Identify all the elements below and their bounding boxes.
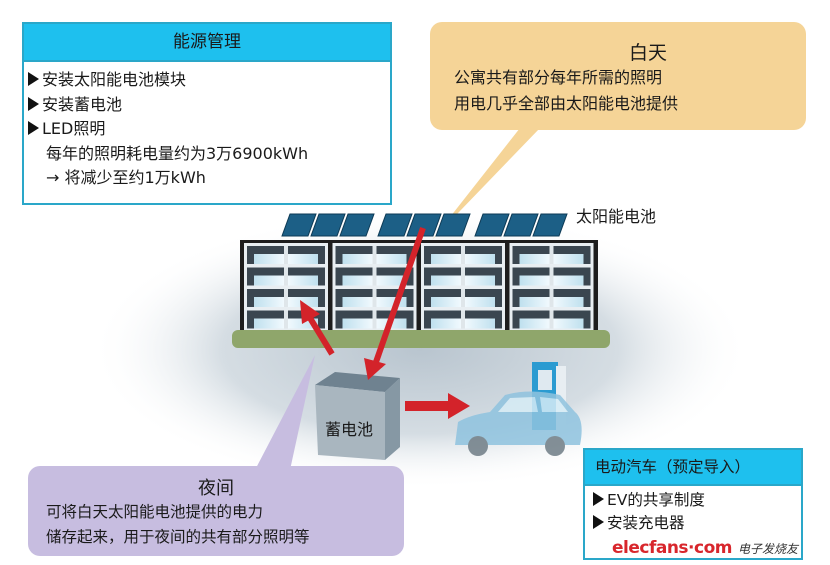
solar-cell-label: 太阳能电池 bbox=[576, 207, 657, 226]
watermark-tagline: 电子发烧友 bbox=[737, 542, 798, 556]
building-pillar bbox=[549, 310, 554, 329]
building-pillar bbox=[461, 310, 465, 329]
arrow-solar-to-battery bbox=[364, 227, 426, 380]
solar-panel bbox=[281, 213, 317, 237]
building-pillar bbox=[461, 289, 465, 307]
building-pillar bbox=[372, 246, 377, 264]
battery-label: 蓄电池 bbox=[325, 420, 374, 439]
ev-title: 电动汽车（预定导入） bbox=[585, 450, 801, 486]
electric-vehicle-box: 电动汽车（预定导入） EV的共享制度 安装充电器 bbox=[583, 448, 803, 560]
list-item: LED照明 bbox=[28, 117, 390, 142]
list-item: EV的共享制度 bbox=[593, 489, 801, 512]
daytime-line: 用电几乎全部由太阳能电池提供 bbox=[454, 94, 679, 113]
bullet-triangle-icon bbox=[28, 121, 39, 135]
list-item: 安装太阳能电池模块 bbox=[28, 68, 390, 93]
night-line: 可将白天太阳能电池提供的电力 bbox=[46, 503, 264, 521]
bullet-triangle-icon bbox=[28, 96, 39, 111]
watermark-logo: elecfans·com bbox=[612, 538, 732, 558]
night-title: 夜间 bbox=[198, 478, 234, 499]
building-pillar bbox=[461, 246, 465, 264]
apartment-building bbox=[240, 240, 598, 332]
building-pillar bbox=[284, 310, 288, 329]
building-pillar bbox=[372, 267, 377, 286]
solar-panels bbox=[281, 213, 568, 237]
arrow-battery-to-building bbox=[300, 300, 335, 356]
solar-panel bbox=[474, 213, 510, 237]
list-item: 安装充电器 bbox=[593, 512, 801, 535]
list-item: 安装蓄电池 bbox=[28, 93, 390, 118]
daytime-title: 白天 bbox=[628, 42, 667, 64]
building-pillar bbox=[284, 289, 288, 307]
item-text: 安装蓄电池 bbox=[42, 94, 123, 114]
daytime-line: 公寓共有部分每年所需的照明 bbox=[454, 68, 663, 87]
night-bubble: 夜间 可将白天太阳能电池提供的电力 储存起来，用于夜间的共有部分照明等 bbox=[28, 466, 404, 556]
night-bubble-tail bbox=[255, 355, 315, 470]
watermark: elecfans·com 电子发烧友 bbox=[612, 538, 798, 560]
solar-panel bbox=[532, 213, 568, 237]
daytime-bubble-tail bbox=[432, 128, 540, 240]
building-pillar bbox=[549, 267, 554, 286]
electric-car-icon bbox=[455, 391, 582, 456]
night-line: 储存起来，用于夜间的共有部分照明等 bbox=[46, 528, 310, 546]
building-pillar bbox=[372, 289, 377, 307]
building-pillar bbox=[461, 267, 465, 286]
building-pillar bbox=[284, 267, 288, 286]
energy-management-box: 能源管理 安装太阳能电池模块 安装蓄电池 LED照明 每年的照明耗电量约为3万6… bbox=[22, 22, 392, 205]
building-pillar bbox=[284, 246, 288, 264]
bullet-triangle-icon bbox=[593, 492, 604, 506]
energy-management-title: 能源管理 bbox=[24, 24, 390, 62]
solar-panel bbox=[339, 213, 375, 237]
daytime-bubble: 白天 公寓共有部分每年所需的照明 用电几乎全部由太阳能电池提供 bbox=[430, 22, 806, 130]
greenery bbox=[232, 330, 610, 348]
solar-panel bbox=[406, 213, 442, 237]
arrow-battery-to-car bbox=[405, 393, 470, 419]
solar-panel bbox=[310, 213, 346, 237]
solar-panel bbox=[503, 213, 539, 237]
battery-icon bbox=[315, 372, 400, 460]
reduction-note: → 将减少至约1万kWh bbox=[46, 168, 206, 187]
building-pillar bbox=[549, 246, 554, 264]
building-pillar bbox=[549, 289, 554, 307]
item-text: 安装充电器 bbox=[607, 514, 685, 532]
bullet-triangle-icon bbox=[593, 515, 604, 529]
bullet-triangle-icon bbox=[28, 72, 39, 86]
building-pillar bbox=[372, 310, 377, 329]
consumption-note: 每年的照明耗电量约为3万6900kWh bbox=[46, 143, 309, 163]
solar-panel bbox=[377, 213, 413, 237]
item-text: LED照明 bbox=[42, 119, 106, 138]
item-text: 安装太阳能电池模块 bbox=[42, 70, 187, 89]
item-text: EV的共享制度 bbox=[607, 491, 705, 509]
solar-panel bbox=[435, 213, 471, 237]
